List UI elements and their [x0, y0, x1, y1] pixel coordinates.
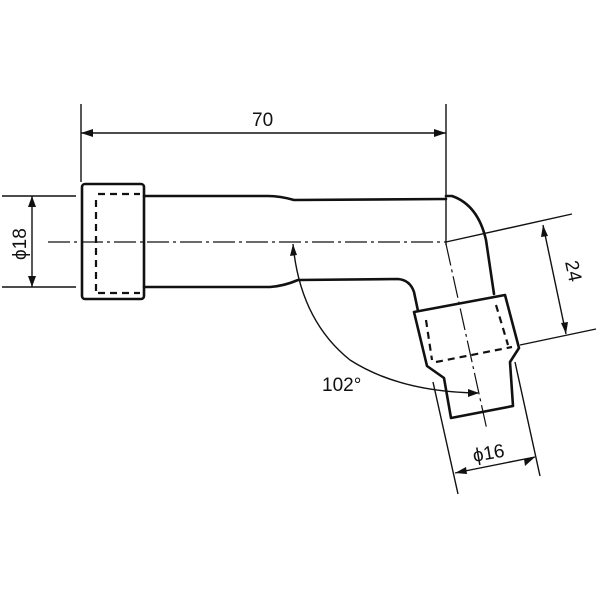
dimension-outlet-diameter-label: ϕ16 — [471, 441, 506, 467]
dimension-offset-label: 24 — [560, 259, 585, 284]
dimension-length-label: 70 — [252, 110, 273, 131]
dimension-angle: 102° — [290, 243, 479, 397]
dimension-angle-label: 102° — [322, 375, 361, 396]
outlet-cap — [412, 293, 521, 420]
outlet-centerline — [445, 243, 488, 431]
dimension-inlet-diameter-label: ϕ18 — [10, 228, 31, 260]
dimension-offset: 24 — [445, 213, 597, 346]
inlet-cap — [80, 182, 146, 301]
elbow — [444, 194, 496, 296]
tube-body — [142, 194, 448, 313]
dimension-inlet-diameter: ϕ18 — [2, 195, 76, 288]
dimension-outlet-diameter: ϕ16 — [432, 361, 541, 495]
dimension-length: 70 — [80, 104, 447, 245]
